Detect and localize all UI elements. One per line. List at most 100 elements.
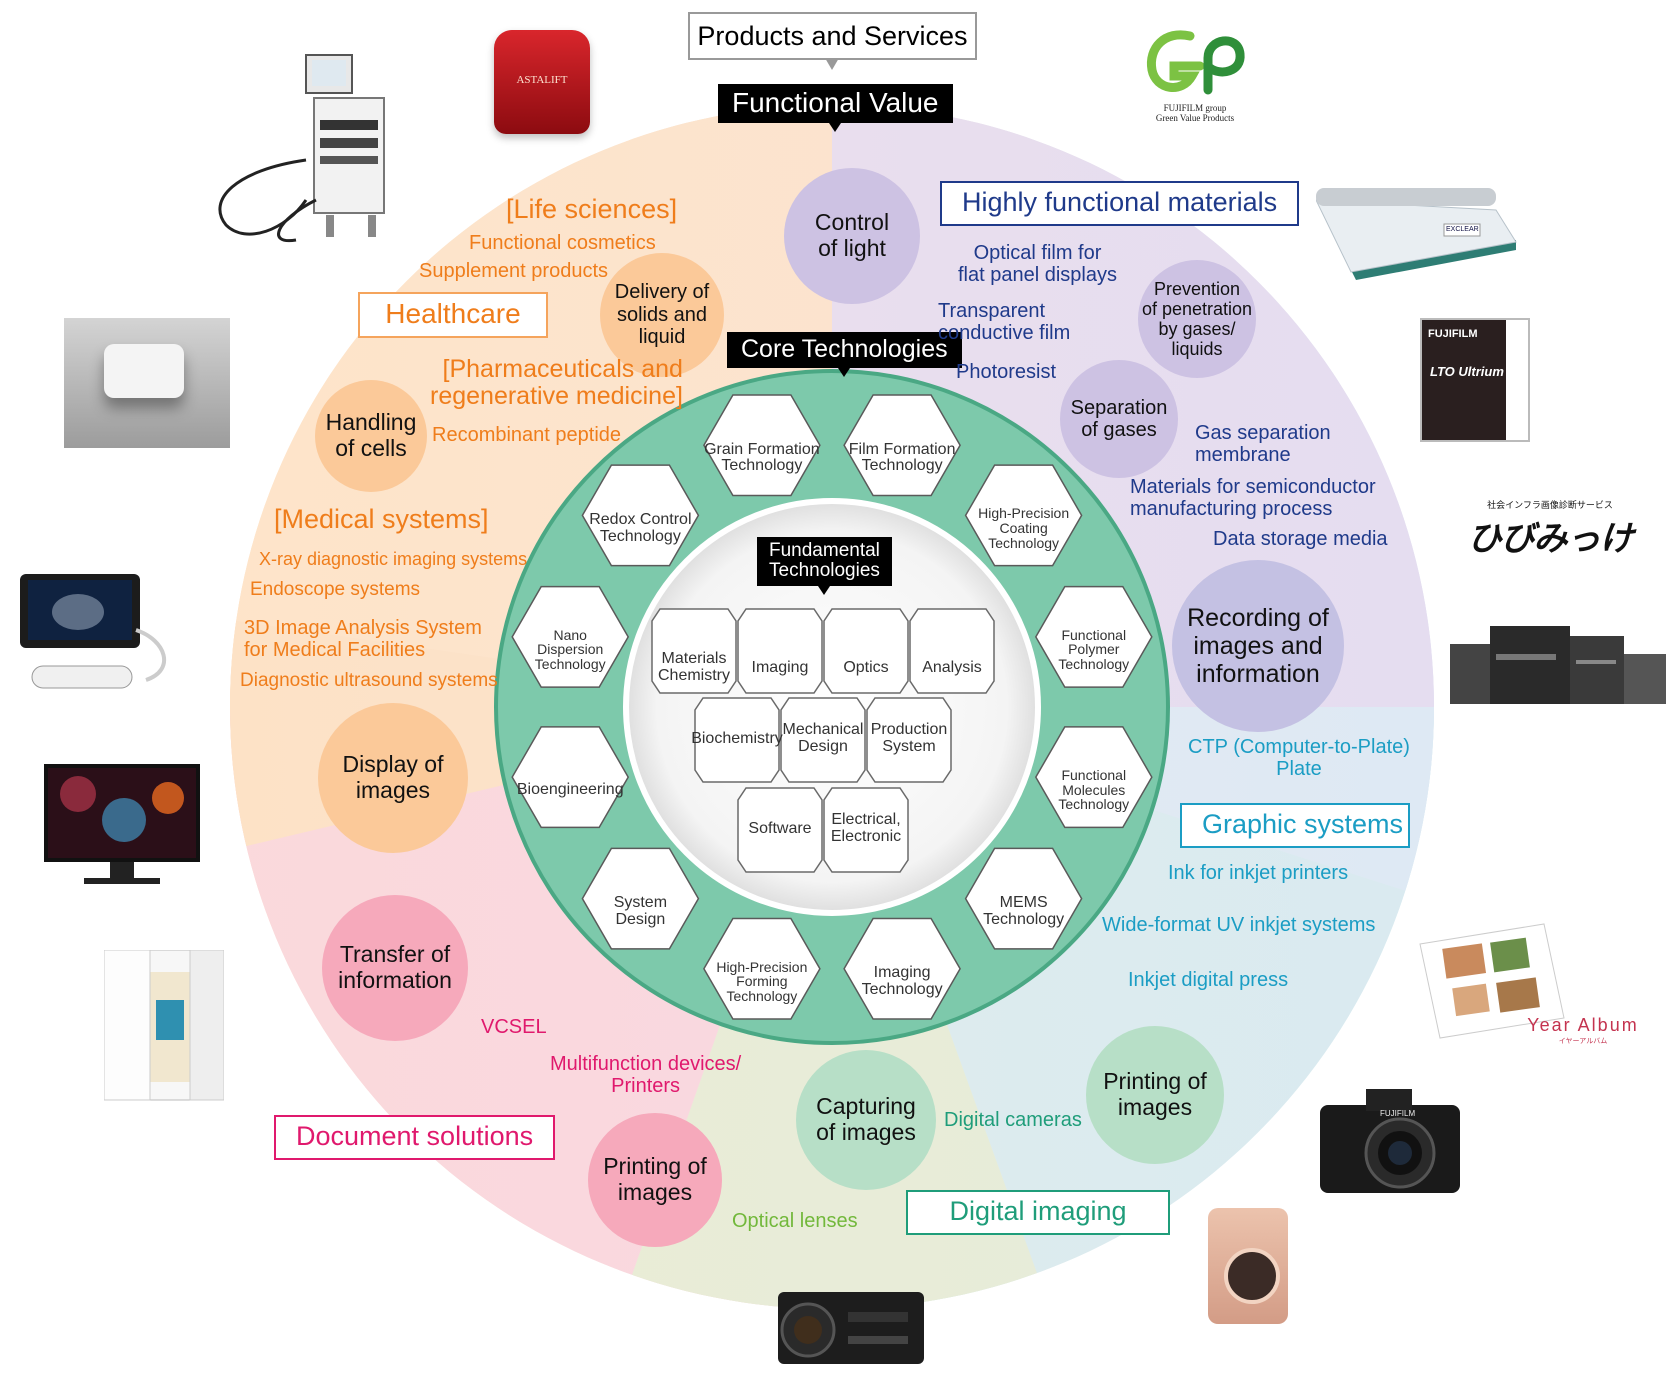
exclear-film-image: EXCLEAR xyxy=(1315,180,1526,290)
core-tech-hex xyxy=(1034,726,1153,829)
fundamental-tech-box xyxy=(737,787,823,873)
fundamental-tech-label-line: Materials xyxy=(661,650,727,668)
core-tech-hex xyxy=(964,847,1083,950)
cell-handling-image xyxy=(64,318,230,448)
core-tech-label-line: Technology xyxy=(1058,656,1130,673)
functional-value-label: Functional Value xyxy=(718,84,953,133)
core-tech-hex xyxy=(581,847,700,950)
wide-format-label: Wide-format UV inkjet systems xyxy=(1102,914,1376,936)
core-tech-label-line: Technology xyxy=(721,457,803,475)
core-tech-label-line: Bioengineering xyxy=(516,781,624,799)
fundamental-tech-label: Software xyxy=(715,820,845,838)
core-tech-label-line: System xyxy=(613,894,668,912)
core-tech-label-line: Technology xyxy=(983,910,1065,928)
core-tech-hex xyxy=(843,394,961,497)
core-tech-label-line: Nano xyxy=(553,626,587,643)
endoscope-label: Endoscope systems xyxy=(250,579,421,600)
products-services-label: Products and Services xyxy=(688,12,977,60)
fundamental-tech-label-line: Biochemistry xyxy=(691,730,783,748)
fundamental-tech-label-line: Design xyxy=(798,738,848,756)
supplement-label: Supplement products xyxy=(419,260,609,282)
transparent-film-label: Transparent conductive film xyxy=(938,300,1071,344)
fundamental-tech-label: Electrical,Electronic xyxy=(801,812,931,846)
core-hexagons xyxy=(511,394,1153,1020)
fundamental-tech-label: Biochemistry xyxy=(672,730,802,748)
core-tech-hex xyxy=(843,917,961,1020)
ultrasound-label: Diagnostic ultrasound systems xyxy=(240,670,498,691)
fundamental-tech-label-line: Electrical, xyxy=(831,811,901,829)
core-tech-label-line: Technology xyxy=(1058,796,1130,813)
core-tech-hex xyxy=(964,464,1083,567)
core-tech-label-line: Technology xyxy=(726,988,798,1005)
fundamental-tech-box xyxy=(866,697,952,783)
core-tech-label-line: Imaging xyxy=(873,964,931,982)
segment-digital-imaging: Digital imaging xyxy=(906,1190,1170,1235)
segment-healthcare: Healthcare xyxy=(358,292,548,338)
fundamental-tech-label: Optics xyxy=(801,659,931,677)
fundamental-tech-label-line: Software xyxy=(748,820,812,838)
fundamental-tech-box xyxy=(780,697,866,783)
3d-analysis-monitor-image xyxy=(44,764,200,892)
astalift-jar-image: ASTALIFT xyxy=(494,30,590,134)
fundamental-tech-box xyxy=(737,608,823,694)
fundamental-tech-label-line: Mechanical xyxy=(782,721,864,739)
ultrasound-device-image xyxy=(16,570,176,700)
green-value-logo: FUJIFILM group Green Value Products xyxy=(1140,28,1250,132)
core-tech-label-line: Redox Control xyxy=(589,510,692,528)
core-tech-label-line: Functional xyxy=(1061,626,1127,643)
vcsel-label: VCSEL xyxy=(481,1016,547,1038)
digital-cameras-label: Digital cameras xyxy=(944,1109,1082,1131)
fundamental-tech-label-line: Optics xyxy=(843,659,889,677)
core-tech-label-line: Technology xyxy=(861,457,943,475)
core-tech-label-line: Technology xyxy=(988,534,1060,551)
core-tech-hex xyxy=(511,726,630,829)
fundamental-tech-box xyxy=(823,608,909,694)
broadcast-lens-image xyxy=(778,1292,924,1368)
semiconductor-label: Materials for semiconductor manufacturin… xyxy=(1130,476,1376,520)
fundamental-tech-label-line: Analysis xyxy=(922,659,982,677)
exclear-text: EXCLEAR xyxy=(1446,226,1479,233)
fundamental-tech-box xyxy=(823,787,909,873)
analysis-3d-label: 3D Image Analysis System for Medical Fac… xyxy=(244,617,482,661)
optical-lenses-label: Optical lenses xyxy=(732,1210,858,1232)
xray-label: X-ray diagnostic imaging systems xyxy=(259,549,528,569)
core-tech-label-line: Functional xyxy=(1061,767,1127,784)
ctp-label: CTP (Computer-to-Plate) Plate xyxy=(1188,736,1410,780)
core-tech-label-line: Film Formation xyxy=(848,440,956,458)
mfp-label: Multifunction devices/ Printers xyxy=(550,1053,742,1097)
lto-ultrium-image: FUJIFILM LTO Ultrium 8 xyxy=(1420,318,1530,442)
core-tech-label: Bioengineering xyxy=(505,782,635,799)
digital-press-label: Inkjet digital press xyxy=(1128,969,1289,991)
fundamental-hexagons xyxy=(651,608,995,873)
core-tech-label-line: Design xyxy=(615,910,666,928)
segment-graphic-systems: Graphic systems xyxy=(1180,803,1410,848)
fundamental-technologies-label: Fundamental Technologies xyxy=(757,537,892,595)
medical-systems-heading: [Medical systems] xyxy=(274,504,489,534)
functional-cosmetics-label: Functional cosmetics xyxy=(469,232,656,254)
pharma-heading: [Pharmaceuticals and regenerative medici… xyxy=(430,355,683,410)
segment-highly-functional-materials: Highly functional materials xyxy=(940,181,1300,226)
core-tech-hex xyxy=(1034,585,1153,688)
products-services-pointer xyxy=(825,58,839,70)
core-tech-label-line: High-Precision xyxy=(716,958,808,975)
optical-film-label: Optical film for flat panel displays xyxy=(958,242,1117,286)
fundamental-tech-label-line: Imaging xyxy=(751,659,809,677)
mirrorless-camera-image: FUJIFILM xyxy=(1320,1085,1460,1195)
